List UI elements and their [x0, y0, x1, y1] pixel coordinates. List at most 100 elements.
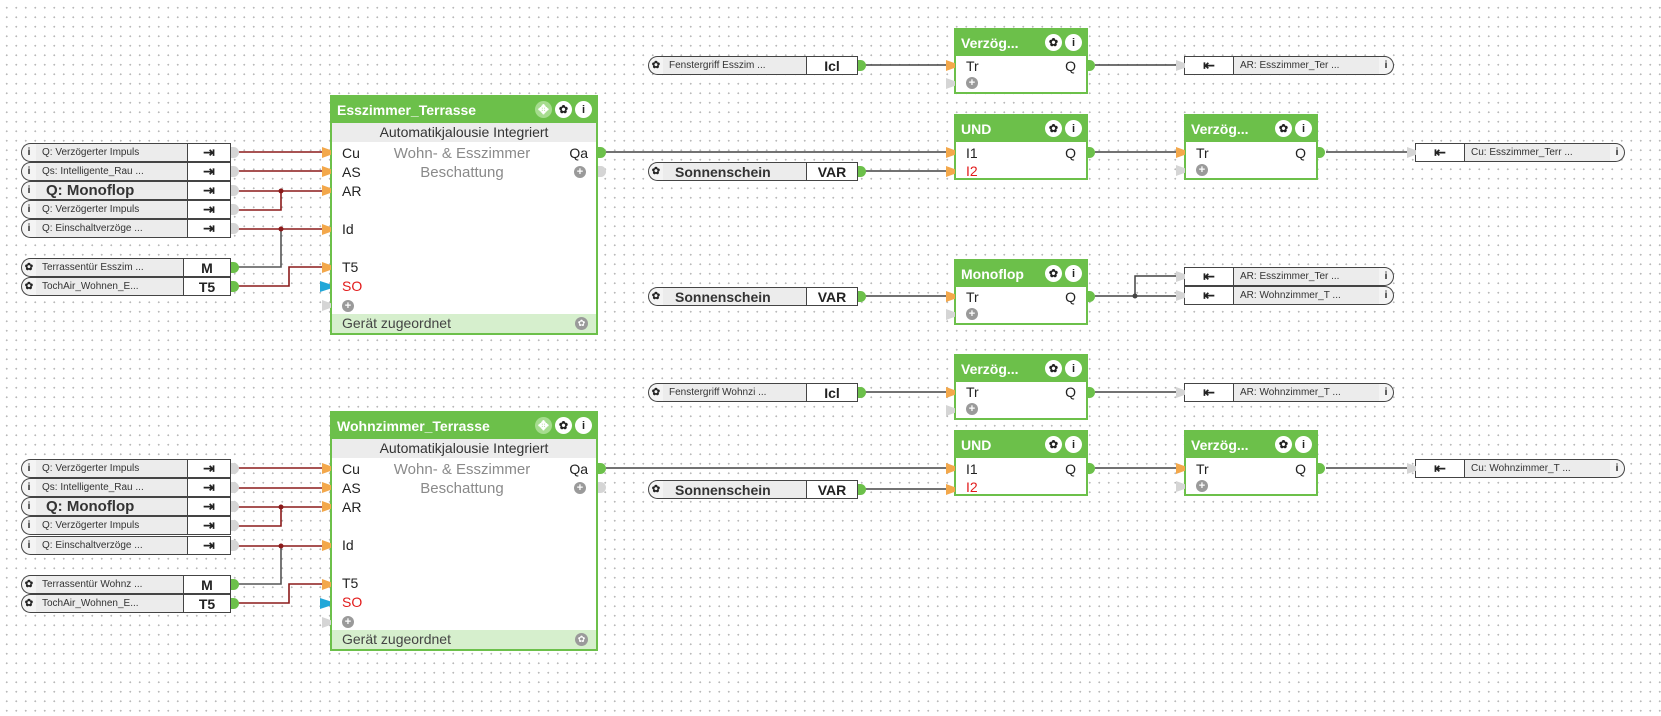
- input-connector-pin[interactable]: [946, 78, 955, 89]
- info-icon[interactable]: i: [575, 101, 592, 118]
- input-port-tr[interactable]: Tr: [966, 289, 979, 305]
- variable-node[interactable]: ✿ Terrassentür Wohnz ... M: [21, 575, 231, 594]
- info-icon[interactable]: i: [1610, 459, 1625, 478]
- output-port-q[interactable]: Q: [1295, 461, 1306, 477]
- input-node[interactable]: i Q: Verzögerter Impuls ⇥: [21, 459, 231, 478]
- input-connector-pin[interactable]: [1407, 463, 1416, 474]
- output-connector-pin[interactable]: [231, 281, 239, 292]
- input-port-tr[interactable]: Tr: [966, 58, 979, 74]
- delay-block[interactable]: Verzög... ✿i Tr Q +: [954, 354, 1088, 420]
- add-input-icon[interactable]: +: [1196, 480, 1208, 492]
- input-node[interactable]: i Q: Einschaltverzöge ... ⇥: [21, 536, 231, 555]
- info-icon[interactable]: i: [1295, 120, 1312, 137]
- input-port-t5[interactable]: T5: [342, 259, 359, 275]
- input-node[interactable]: i Q: Verzögerter Impuls ⇥: [21, 516, 231, 535]
- output-connector-pin[interactable]: [231, 166, 239, 177]
- move-icon[interactable]: ✥: [535, 101, 552, 118]
- gear-icon[interactable]: ✿: [648, 287, 663, 306]
- gear-icon[interactable]: ✿: [648, 383, 663, 402]
- input-port-id[interactable]: Id: [342, 221, 354, 237]
- input-port-cu[interactable]: Cu: [342, 145, 360, 161]
- input-port-i2-negated[interactable]: I2: [966, 163, 978, 179]
- input-connector-pin[interactable]: [1176, 165, 1185, 176]
- variable-node[interactable]: ✿ Terrassentür Esszim ... M: [21, 258, 231, 277]
- output-connector-pin[interactable]: [598, 166, 606, 177]
- input-connector-pin[interactable]: [322, 540, 331, 551]
- info-icon[interactable]: i: [1379, 383, 1394, 402]
- input-connector-pin[interactable]: [1176, 481, 1185, 492]
- output-connector-pin[interactable]: [231, 540, 239, 551]
- gear-icon[interactable]: ✿: [1045, 120, 1062, 137]
- input-connector-pin[interactable]: [1176, 147, 1185, 158]
- gear-icon[interactable]: ✿: [1275, 436, 1292, 453]
- input-connector-pin[interactable]: [322, 262, 331, 273]
- function-block[interactable]: Esszimmer_Terrasse ✥ ✿ i Automatikjalous…: [330, 95, 598, 335]
- output-port-q[interactable]: Q: [1065, 461, 1076, 477]
- input-connector-pin[interactable]: [946, 60, 955, 71]
- and-block[interactable]: UND ✿i I1 I2 Q: [954, 430, 1088, 496]
- info-icon[interactable]: i: [21, 459, 36, 478]
- input-port-id[interactable]: Id: [342, 537, 354, 553]
- gear-icon[interactable]: ✿: [575, 317, 588, 330]
- so-connector-pin[interactable]: [320, 598, 330, 609]
- input-port-as[interactable]: AS: [342, 164, 361, 180]
- output-port-q[interactable]: Q: [1065, 289, 1076, 305]
- info-icon[interactable]: i: [1065, 265, 1082, 282]
- input-port-ar[interactable]: AR: [342, 183, 362, 199]
- so-connector-pin[interactable]: [320, 281, 330, 292]
- variable-node[interactable]: ✿ TochAir_Wohnen_E... T5: [21, 277, 231, 296]
- info-icon[interactable]: i: [21, 162, 36, 181]
- input-connector-pin[interactable]: [322, 501, 331, 512]
- monoflop-block[interactable]: Monoflop ✿i Tr Q +: [954, 259, 1088, 325]
- info-icon[interactable]: i: [21, 478, 36, 497]
- output-port-q[interactable]: Q: [1065, 58, 1076, 74]
- input-connector-pin[interactable]: [322, 224, 331, 235]
- output-port-q[interactable]: Q: [1295, 145, 1306, 161]
- input-port-tr[interactable]: Tr: [1196, 461, 1209, 477]
- output-connector-pin[interactable]: [858, 60, 866, 71]
- info-icon[interactable]: i: [21, 536, 36, 555]
- input-connector-pin[interactable]: [1176, 387, 1185, 398]
- info-icon[interactable]: i: [1065, 360, 1082, 377]
- input-node[interactable]: i Qs: Intelligente_Rau ... ⇥: [21, 478, 231, 497]
- output-connector-pin[interactable]: [231, 223, 239, 234]
- output-node[interactable]: ⇤ AR: Wohnzimmer_T ... i: [1184, 286, 1394, 305]
- input-connector-pin[interactable]: [322, 482, 331, 493]
- delay-block[interactable]: Verzög... ✿i Tr Q +: [1184, 114, 1318, 180]
- output-connector-pin[interactable]: [1087, 387, 1095, 398]
- output-connector-pin[interactable]: [231, 185, 239, 196]
- info-icon[interactable]: i: [575, 417, 592, 434]
- input-port-so[interactable]: SO: [342, 594, 363, 610]
- variable-node[interactable]: ✿ Fenstergriff Esszim ... Icl: [648, 56, 858, 75]
- gear-icon[interactable]: ✿: [21, 277, 36, 296]
- input-node[interactable]: i Q: Einschaltverzöge ... ⇥: [21, 219, 231, 238]
- output-connector-pin[interactable]: [598, 482, 606, 493]
- info-icon[interactable]: i: [1379, 286, 1394, 305]
- output-port-q[interactable]: Q: [1065, 384, 1076, 400]
- output-node[interactable]: ⇤ Cu: Esszimmer_Terr ... i: [1415, 143, 1625, 162]
- function-block[interactable]: Wohnzimmer_Terrasse ✥ ✿ i Automatikjalou…: [330, 411, 598, 651]
- info-icon[interactable]: i: [21, 181, 36, 200]
- input-connector-pin[interactable]: [946, 291, 955, 302]
- variable-node[interactable]: ✿ Sonnenschein VAR: [648, 162, 858, 181]
- add-input-icon[interactable]: +: [1196, 164, 1208, 176]
- and-block[interactable]: UND ✿i I1 I2 Q: [954, 114, 1088, 180]
- input-port-i1[interactable]: I1: [966, 461, 978, 477]
- input-connector-pin[interactable]: [946, 484, 955, 495]
- output-connector-pin[interactable]: [858, 291, 866, 302]
- gear-icon[interactable]: ✿: [555, 417, 572, 434]
- input-node[interactable]: i Q: Verzögerter Impuls ⇥: [21, 143, 231, 162]
- gear-icon[interactable]: ✿: [1045, 265, 1062, 282]
- input-port-i2-negated[interactable]: I2: [966, 479, 978, 495]
- variable-node[interactable]: ✿ Sonnenschein VAR: [648, 480, 858, 499]
- info-icon[interactable]: i: [1610, 143, 1625, 162]
- output-connector-pin[interactable]: [231, 262, 239, 273]
- input-port-tr[interactable]: Tr: [1196, 145, 1209, 161]
- output-connector-pin[interactable]: [231, 482, 239, 493]
- gear-icon[interactable]: ✿: [1045, 34, 1062, 51]
- output-connector-pin[interactable]: [231, 501, 239, 512]
- output-connector-pin[interactable]: [598, 463, 606, 474]
- output-connector-pin[interactable]: [231, 520, 239, 531]
- delay-block[interactable]: Verzög... ✿i Tr Q +: [954, 28, 1088, 94]
- add-output-icon[interactable]: +: [574, 482, 586, 494]
